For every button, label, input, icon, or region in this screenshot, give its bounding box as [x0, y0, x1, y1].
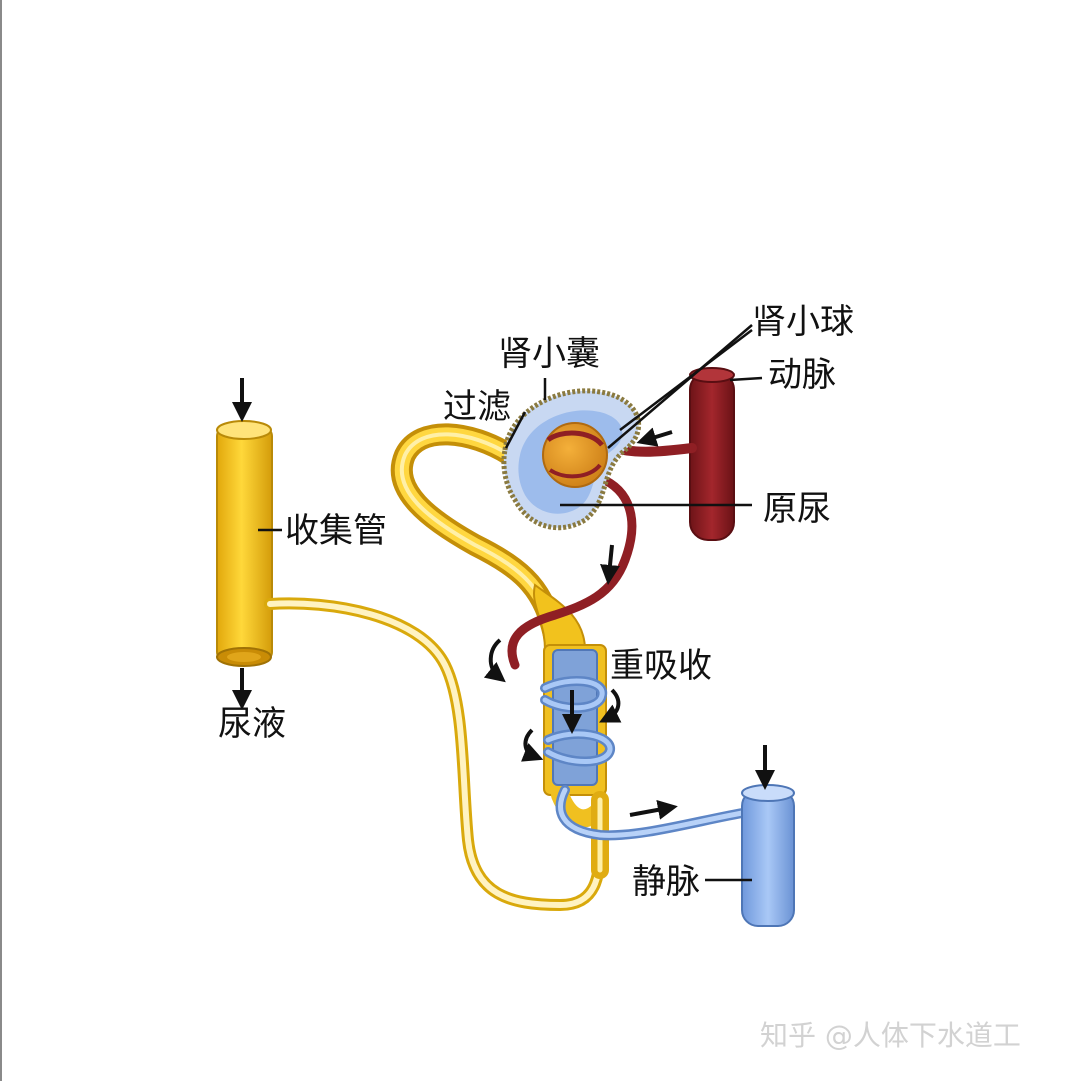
label-vein: 静脉	[632, 862, 700, 902]
leader-lines	[258, 324, 763, 882]
label-collecting-duct: 收集管	[285, 511, 387, 551]
label-capsule: 肾小囊	[498, 334, 600, 374]
leader-glomerulus	[607, 324, 753, 449]
label-artery: 动脉	[768, 355, 836, 395]
peritubular-capillaries	[540, 676, 753, 841]
vein-vessel	[741, 784, 795, 927]
proximal-tubule	[390, 423, 587, 651]
flow-arrows	[232, 378, 775, 820]
arrow-venous-flow	[629, 799, 678, 820]
collecting-duct	[216, 420, 273, 667]
left-edge-line	[0, 0, 2, 1081]
label-reabsorption: 重吸收	[610, 646, 712, 686]
arrow-arterial-inflow	[636, 427, 673, 447]
arrow-reabsorb-lower	[520, 728, 544, 762]
artery-vessel	[689, 367, 735, 541]
leader-artery	[729, 376, 763, 382]
leader-glomerulus-2	[619, 329, 753, 431]
arrow-reabsorb-right	[599, 688, 622, 723]
arrow-efferent-down	[600, 544, 620, 585]
watermark: 知乎 @人体下水道工	[760, 1019, 1021, 1052]
label-glomerulus: 肾小球	[752, 302, 854, 342]
label-filtration: 过滤	[443, 387, 511, 427]
leader-filtration	[504, 411, 527, 449]
arrow-reabsorb-left	[483, 638, 506, 683]
label-urine: 尿液	[218, 704, 286, 744]
label-primary-urine: 原尿	[763, 489, 831, 529]
